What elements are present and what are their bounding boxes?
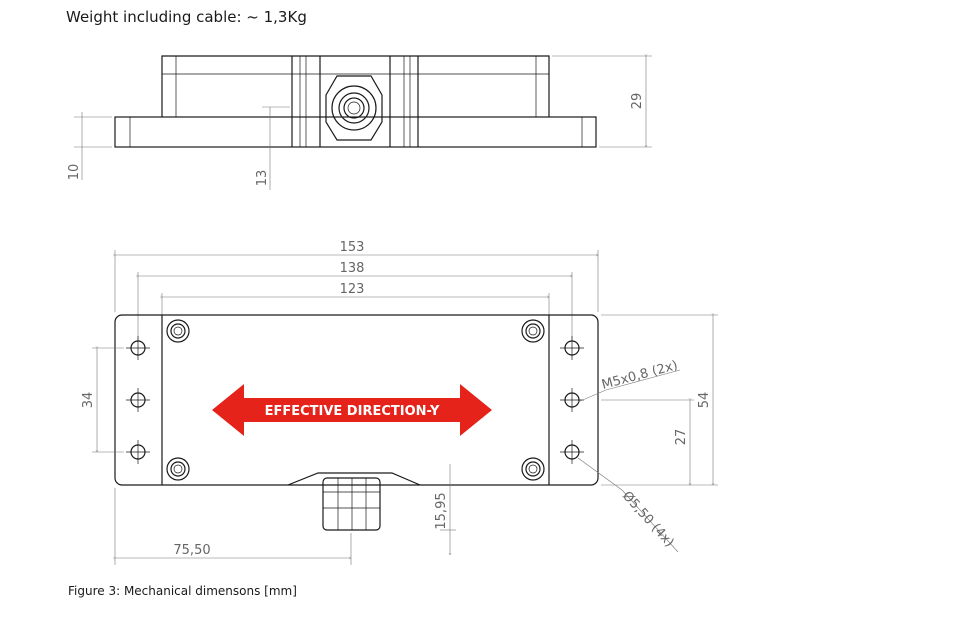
top-body-outline — [161, 315, 550, 485]
dim-7550-label: 75,50 — [173, 543, 210, 558]
direction-label: EFFECTIVE DIRECTION-Y — [265, 404, 440, 419]
dim-13-label: 13 — [255, 170, 270, 187]
weight-text: Weight including cable: ~ 1,3Kg — [66, 8, 307, 26]
bolt-top-left — [166, 319, 190, 343]
side-view: 10 13 29 — [67, 56, 652, 190]
bolt-bottom-left — [166, 457, 190, 481]
effective-direction-arrow: EFFECTIVE DIRECTION-Y — [212, 384, 492, 436]
direction-arrow-shape — [212, 384, 492, 436]
dim-34-label: 34 — [81, 392, 96, 409]
bolt-top-right — [521, 319, 545, 343]
mounting-hole-left-mid — [126, 388, 150, 412]
m5-thread-label: M5x0,8 (2x) — [600, 358, 679, 393]
dim-54-label: 54 — [697, 392, 712, 409]
side-cable-gland — [291, 56, 419, 147]
side-upper-body — [161, 55, 550, 117]
mounting-hole-right-top — [560, 336, 584, 360]
dim-1595-label: 15,95 — [434, 492, 449, 529]
mounting-hole-right-mid — [560, 388, 584, 412]
side-base-plate — [114, 116, 597, 148]
diameter-label: Ø5,50 (4x) — [619, 489, 677, 551]
mounting-hole-left-bottom — [126, 440, 150, 464]
top-view: 153 138 123 — [81, 240, 718, 565]
figure-caption: Figure 3: Mechanical dimensons [mm] — [68, 584, 297, 598]
top-base-plate — [114, 314, 599, 486]
dim-123-label: 123 — [340, 282, 365, 297]
dim-10-label: 10 — [67, 164, 82, 181]
bolt-bottom-right — [521, 457, 545, 481]
dim-138-label: 138 — [340, 261, 365, 276]
dim-29-label: 29 — [630, 93, 645, 110]
top-cable-gland — [287, 472, 421, 531]
mounting-hole-right-bottom — [560, 440, 584, 464]
mounting-hole-left-top — [126, 336, 150, 360]
dim-153-label: 153 — [340, 240, 365, 255]
dim-27-label: 27 — [674, 429, 689, 446]
